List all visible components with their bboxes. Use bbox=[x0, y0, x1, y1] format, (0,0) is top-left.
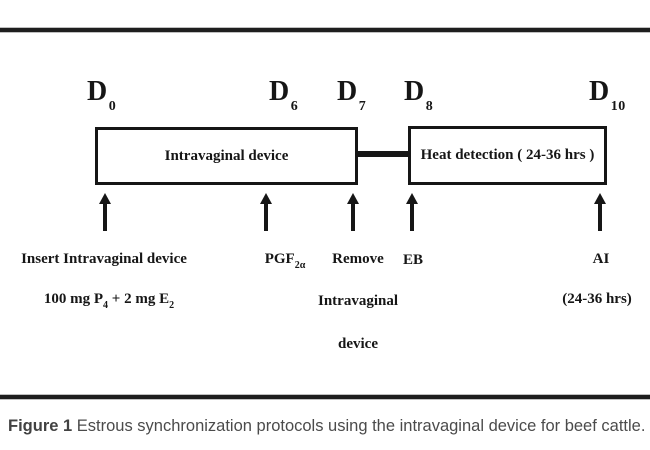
intravaginal-device-box-label: Intravaginal device bbox=[164, 147, 289, 164]
dose-part1: 100 mg P bbox=[43, 291, 104, 307]
day-subscript: 0 bbox=[108, 99, 117, 114]
e2-subscript: 2 bbox=[169, 300, 175, 311]
heat-detection-box: Heat detection ( 24-36 hrs ) bbox=[408, 126, 607, 185]
eb-label: EB bbox=[402, 252, 424, 268]
arrow-shaft bbox=[410, 204, 414, 231]
remove-label-line1: Remove bbox=[332, 251, 384, 267]
figure-caption-number: Figure 1 bbox=[8, 417, 73, 435]
arrowhead-icon bbox=[406, 193, 418, 204]
pgf-subscript: 2α bbox=[294, 260, 306, 271]
day-label-d10: D10 bbox=[589, 76, 625, 114]
day-subscript: 7 bbox=[358, 99, 367, 114]
day-label-d0: D0 bbox=[87, 76, 116, 114]
pgf-label: PGF2α bbox=[264, 251, 306, 271]
remove-label-line3: device bbox=[338, 336, 378, 352]
day-label-d8: D8 bbox=[404, 76, 433, 114]
arrow-eb bbox=[406, 193, 418, 231]
day-letter: D bbox=[87, 76, 108, 107]
intravaginal-device-box: Intravaginal device bbox=[95, 127, 358, 185]
arrowhead-icon bbox=[99, 193, 111, 204]
day-letter: D bbox=[404, 76, 425, 107]
arrow-ai bbox=[594, 193, 606, 231]
day-letter: D bbox=[589, 76, 610, 107]
day-label-d7: D7 bbox=[337, 76, 366, 114]
dose-part2: + 2 mg E bbox=[108, 291, 170, 307]
ai-hours-label: (24-36 hrs) bbox=[562, 291, 632, 307]
top-divider-line bbox=[0, 28, 650, 32]
day-letter: D bbox=[337, 76, 358, 107]
ai-label: AI bbox=[592, 251, 610, 267]
day-label-d6: D6 bbox=[269, 76, 298, 114]
day-subscript: 8 bbox=[425, 99, 434, 114]
day-subscript: 10 bbox=[610, 99, 626, 114]
remove-label-line2: Intravaginal bbox=[317, 293, 399, 309]
arrow-remove-device bbox=[347, 193, 359, 231]
heat-detection-box-label: Heat detection ( 24-36 hrs ) bbox=[420, 147, 595, 163]
arrowhead-icon bbox=[594, 193, 606, 204]
arrowhead-icon bbox=[347, 193, 359, 204]
arrow-pgf bbox=[260, 193, 272, 231]
bottom-divider-line bbox=[0, 395, 650, 399]
arrow-shaft bbox=[351, 204, 355, 231]
figure-caption-text: Estrous synchronization protocols using … bbox=[72, 417, 646, 435]
pgf-main: PGF bbox=[264, 251, 295, 267]
timeline-connector-bar bbox=[355, 151, 411, 157]
day-letter: D bbox=[269, 76, 290, 107]
dose-label: 100 mg P4 + 2 mg E2 bbox=[43, 291, 175, 311]
arrow-shaft bbox=[264, 204, 268, 231]
figure-caption: Figure 1 Estrous synchronization protoco… bbox=[8, 417, 648, 436]
arrow-shaft bbox=[103, 204, 107, 231]
arrowhead-icon bbox=[260, 193, 272, 204]
p4-subscript: 4 bbox=[103, 300, 109, 311]
day-subscript: 6 bbox=[290, 99, 299, 114]
insert-device-label: Insert Intravaginal device bbox=[21, 251, 187, 267]
arrow-shaft bbox=[598, 204, 602, 231]
arrow-insert-device bbox=[99, 193, 111, 231]
